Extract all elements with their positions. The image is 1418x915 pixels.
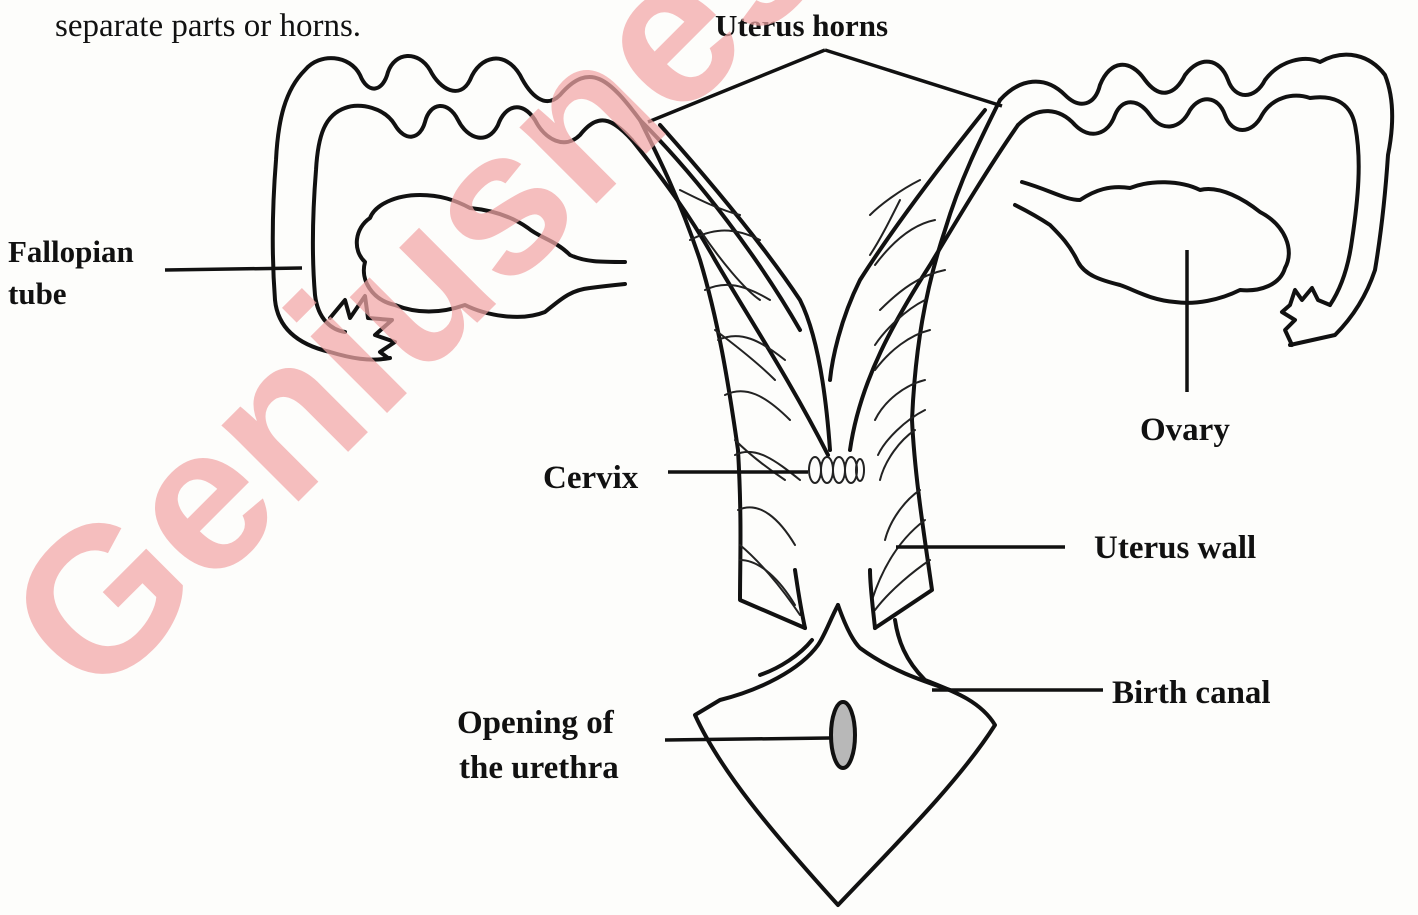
uterus-horns-leader-right <box>825 50 1002 106</box>
label-fallopian-tube-line2: tube <box>8 276 67 311</box>
label-uterus-wall: Uterus wall <box>1094 530 1256 566</box>
label-fallopian-tube-line1: Fallopian <box>8 234 134 269</box>
label-ovary: Ovary <box>1140 412 1230 448</box>
label-cervix: Cervix <box>543 460 639 496</box>
label-birth-canal: Birth canal <box>1112 675 1271 711</box>
uterus-lower-left <box>795 570 805 628</box>
caption-text: separate parts or horns. <box>55 8 361 44</box>
uterus-lower-right <box>870 570 875 628</box>
cervix-coil <box>809 457 864 483</box>
label-urethra-line2: the urethra <box>459 750 619 786</box>
urethra-opening <box>831 702 855 768</box>
watermark-text: Geniusnes <box>0 0 867 736</box>
label-urethra-line1: Opening of <box>457 705 615 741</box>
birth-canal-inner <box>838 605 950 690</box>
right-ovary <box>1015 182 1289 303</box>
urethra-leader <box>665 738 830 740</box>
uterus-wall-fibers-left <box>700 230 800 615</box>
